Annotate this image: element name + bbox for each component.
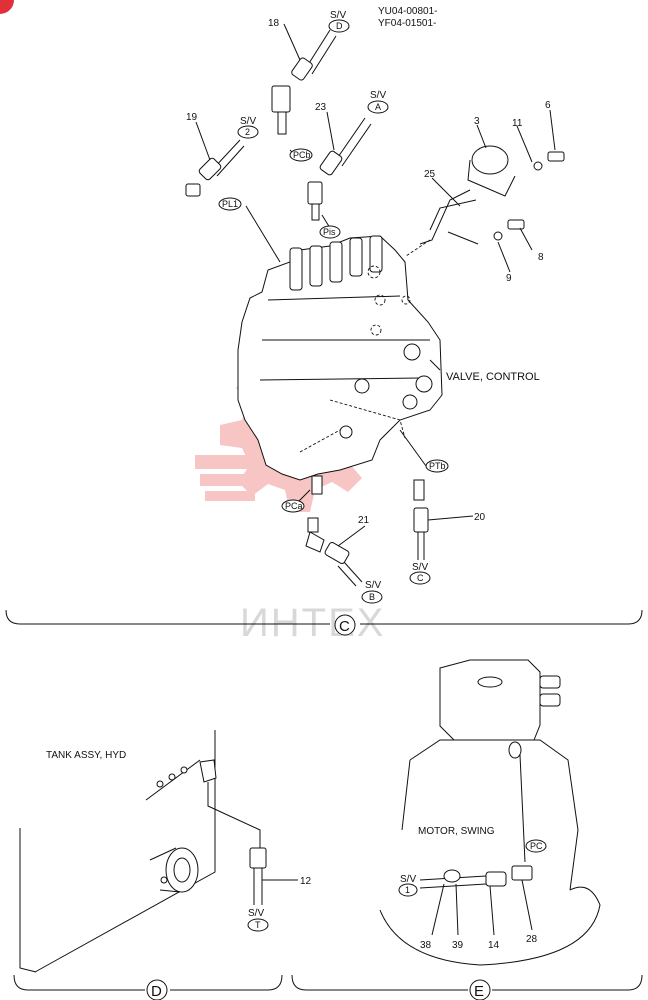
- sv-tag: 1: [405, 885, 410, 895]
- port-label: PL1: [222, 199, 238, 209]
- part-number: 6: [545, 100, 551, 111]
- swing-motor-label: MOTOR, SWING: [418, 826, 495, 837]
- section-d-divider: [13, 974, 283, 991]
- part-number: 20: [474, 512, 486, 523]
- sv-prefix: S/V: [412, 562, 428, 573]
- section-c-divider: [5, 609, 643, 625]
- sv-tag: 2: [245, 127, 250, 137]
- swing-motor: [379, 659, 601, 966]
- sv-tag: T: [255, 920, 261, 930]
- part-number: 38: [420, 940, 432, 951]
- bracket-3-25: [405, 145, 565, 257]
- sv-prefix: S/V: [370, 90, 386, 101]
- port-label: PC: [530, 841, 543, 851]
- part-numbers-c: 18 19 23 3 11 6 25 8 9 21 20: [186, 18, 551, 526]
- tank-label: TANK ASSY, HYD: [46, 750, 126, 761]
- part-number: 18: [268, 18, 280, 29]
- part-number: 8: [538, 252, 544, 263]
- serial-number-2: YF04-01501-: [378, 18, 436, 29]
- sv-tag: A: [375, 102, 381, 112]
- section-e-divider: [291, 974, 643, 991]
- port-label: PCb: [293, 150, 311, 160]
- part-number: 11: [512, 118, 523, 129]
- part-number: 14: [488, 940, 500, 951]
- sv-prefix: S/V: [248, 908, 264, 919]
- section-e-marker: E: [474, 983, 484, 1000]
- sv-prefix: S/V: [365, 580, 381, 591]
- part-number: 25: [424, 169, 436, 180]
- section-c-marker: C: [339, 618, 350, 635]
- hose-18: [271, 29, 337, 135]
- part-number: 9: [506, 273, 512, 284]
- sv-prefix: S/V: [400, 874, 416, 885]
- port-label: Pis: [323, 227, 336, 237]
- part-number: 12: [300, 876, 312, 887]
- sv-prefix: S/V: [240, 116, 256, 127]
- part-number: 28: [526, 934, 538, 945]
- port-label: PTb: [429, 461, 446, 471]
- part-number: 19: [186, 112, 198, 123]
- sv-tag: C: [417, 573, 424, 583]
- fitting-20: [413, 479, 429, 560]
- hydraulic-tank: [19, 730, 298, 973]
- part-number: 39: [452, 940, 464, 951]
- fitting-21: [305, 475, 363, 587]
- control-valve-body: [237, 235, 443, 481]
- port-label: PCa: [285, 501, 303, 511]
- corner-badge-icon: [0, 0, 14, 14]
- part-number: 3: [474, 116, 480, 127]
- hose-23: [307, 117, 372, 221]
- hose-19: [185, 139, 245, 197]
- port-labels-c: PCb PL1 Pis PTb PCa: [218, 148, 449, 513]
- serial-number-1: YU04-00801-: [378, 6, 437, 17]
- section-d-marker: D: [151, 983, 162, 1000]
- sv-tag: D: [336, 21, 343, 31]
- sv-tag: B: [369, 592, 375, 602]
- sv-prefix: S/V: [330, 10, 346, 21]
- watermark-text: ИНТЕХ: [240, 601, 385, 645]
- control-valve-label: VALVE, CONTROL: [446, 371, 540, 383]
- part-number: 21: [358, 515, 370, 526]
- sv-tags-c: S/V D S/V 2 S/V A S/V B S/V C: [237, 10, 431, 604]
- part-number: 23: [315, 102, 327, 113]
